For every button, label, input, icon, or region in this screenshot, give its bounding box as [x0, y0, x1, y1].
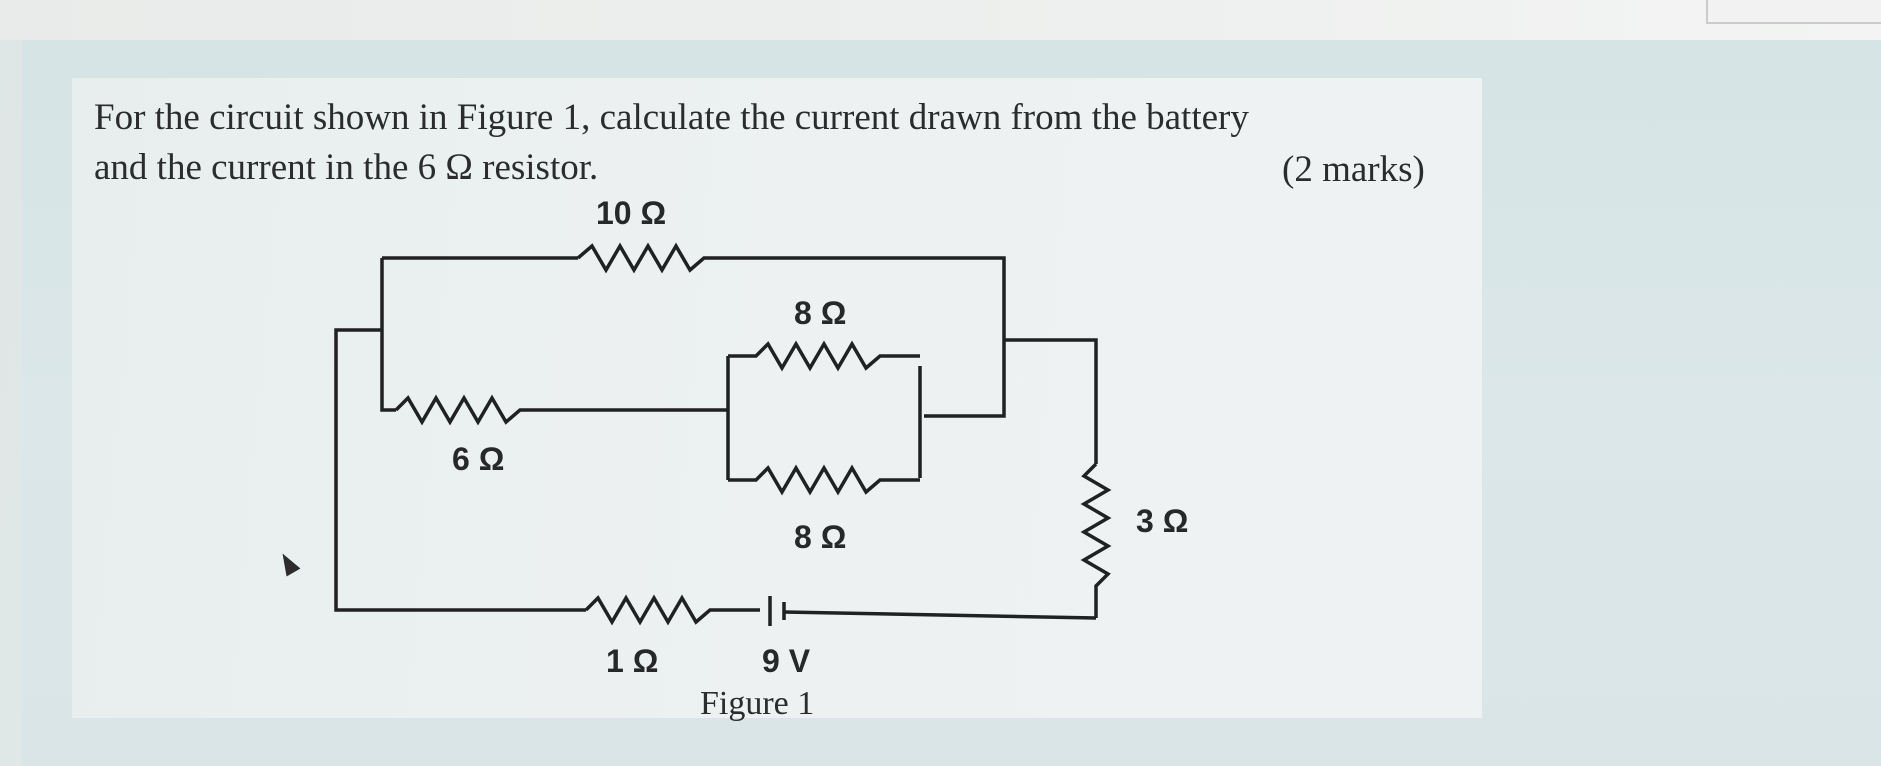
label-6-ohm: 6 Ω: [452, 441, 504, 477]
label-8-ohm-bottom: 8 Ω: [794, 519, 846, 555]
label-8-ohm-top: 8 Ω: [794, 295, 846, 331]
label-10-ohm: 10 Ω: [596, 195, 666, 231]
resistor-1-ohm: [584, 594, 760, 626]
marks-label: (2 marks): [1282, 149, 1425, 190]
label-3-ohm: 3 Ω: [1136, 503, 1188, 539]
resistor-8-ohm-bottom: [728, 464, 920, 496]
wire-top-right: [716, 256, 1006, 418]
wire-outer-left: [334, 328, 586, 612]
label-1-ohm: 1 Ω: [606, 643, 658, 679]
wire-bottom-right: [783, 610, 1097, 620]
resistor-10-ohm: [576, 242, 716, 274]
resistor-6-ohm: [394, 394, 540, 426]
wire-left-inner: [380, 258, 396, 412]
monitor-bezel: [0, 0, 1881, 40]
label-9-volt: 9 V: [762, 643, 811, 679]
wire-right-outer-top: [1004, 338, 1098, 464]
question-text-line-1: For the circuit shown in Figure 1, calcu…: [94, 97, 1249, 138]
ui-corner-box: [1706, 0, 1881, 24]
question-text-line-2: and the current in the 6 Ω resistor.: [94, 147, 599, 188]
resistor-3-ohm: [1080, 462, 1112, 618]
figure-caption: Figure 1: [700, 685, 815, 722]
resistor-8-ohm-top: [728, 340, 920, 372]
question-sheet: [72, 78, 1482, 718]
